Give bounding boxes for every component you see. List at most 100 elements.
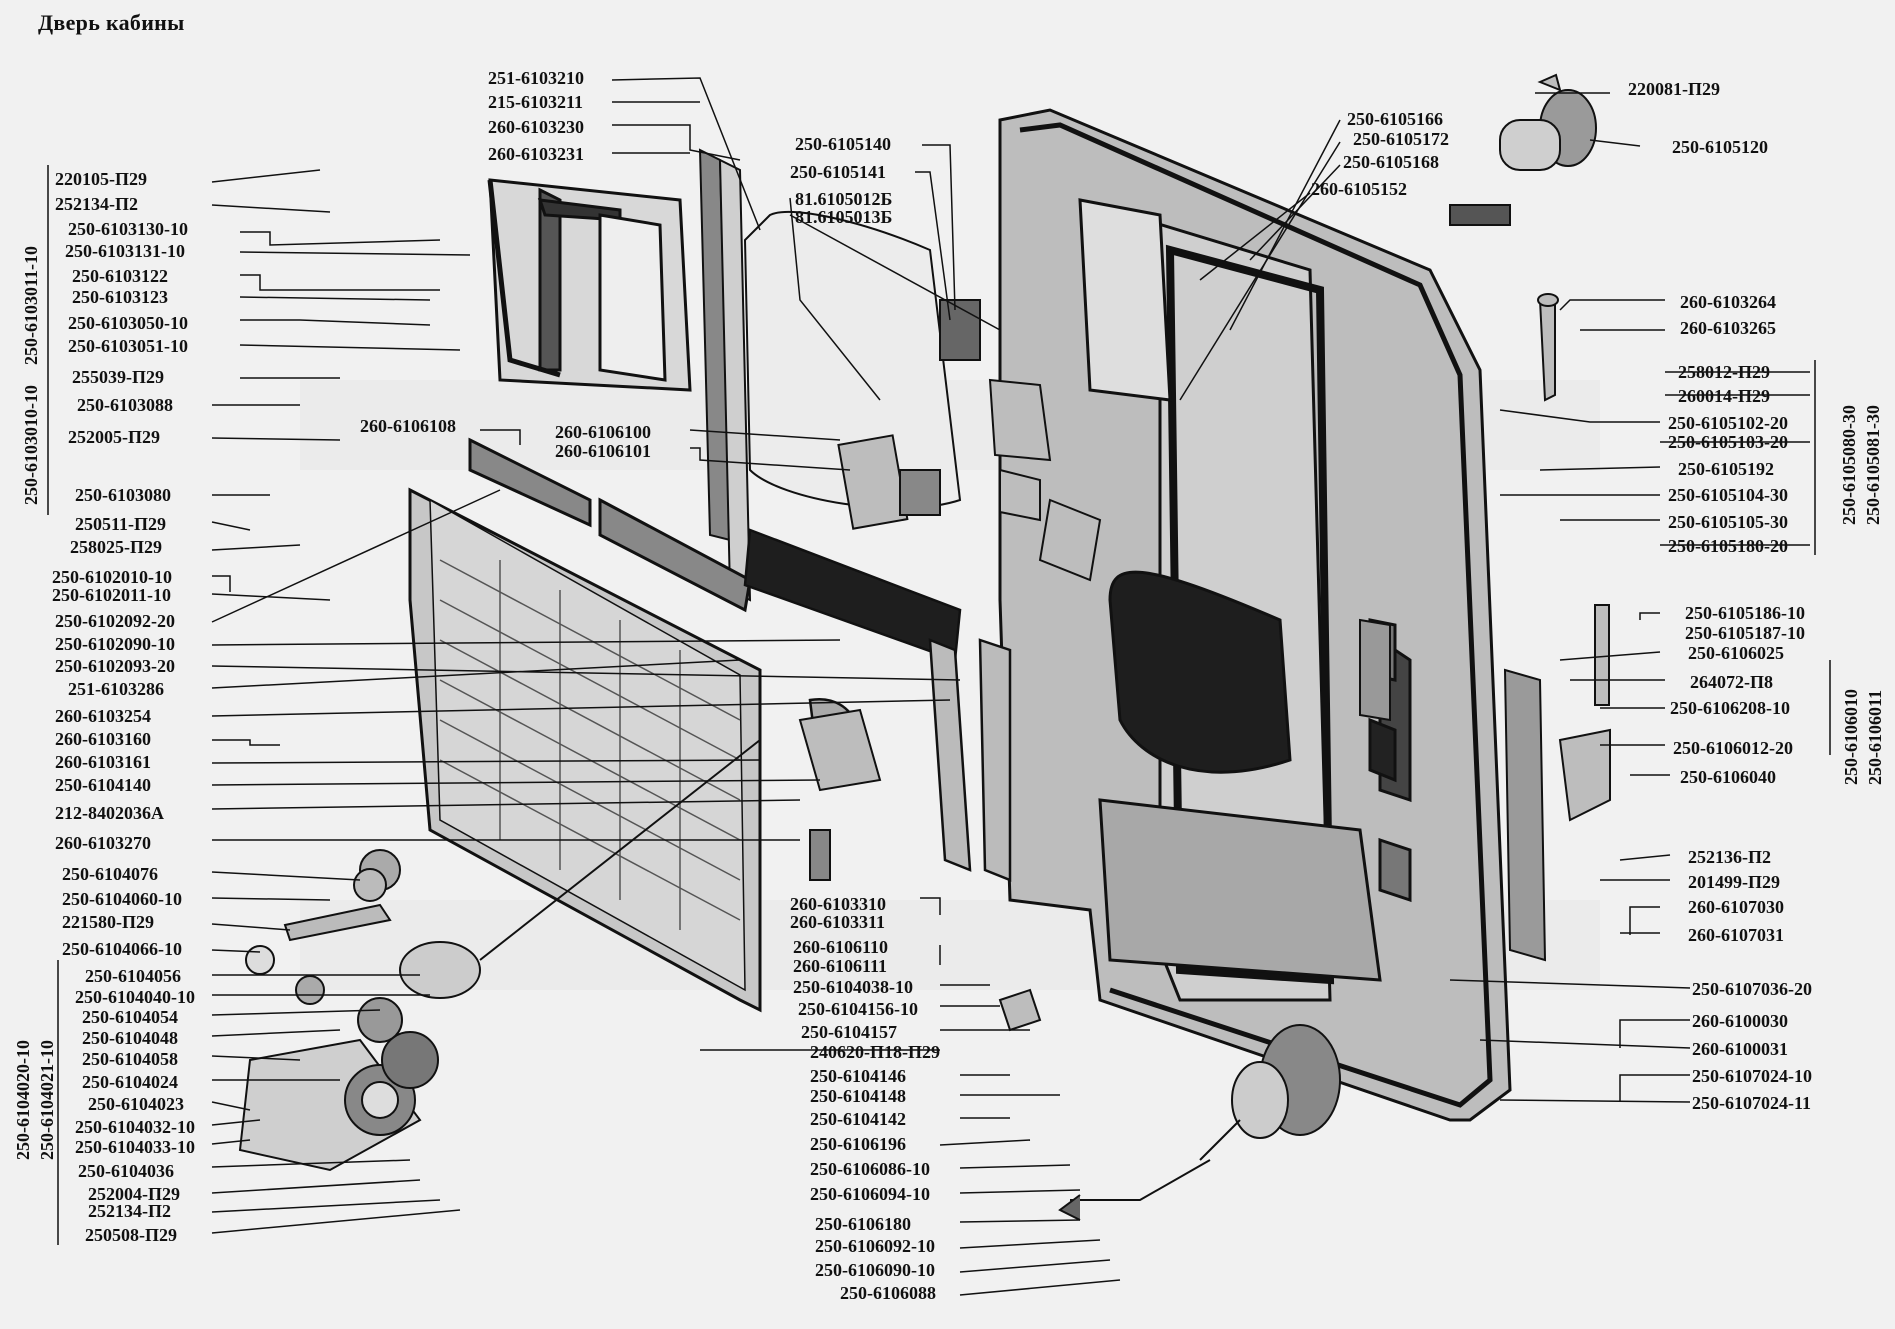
vent-window-frame [487,178,692,392]
label-250-6107024-10: 250-6107024-10 [1692,1066,1812,1086]
label-252004-p29: 252004-П29 [88,1184,180,1204]
label-240620-p18-p29: 240620-П18-П29 [810,1042,940,1062]
window-regulator [743,528,1012,882]
label-250-6106092-10: 250-6106092-10 [815,1236,935,1256]
label-250-6105104-30: 250-6105104-30 [1668,485,1788,505]
label-260-6106111: 260-6106111 [793,956,888,976]
label-250-6105140: 250-6105140 [795,134,891,154]
label-250-6105102-20: 250-6105102-20 [1668,413,1788,433]
label-215-6103211: 215-6103211 [488,92,584,112]
label-250-6102010-10: 250-6102010-10 [52,567,172,587]
label-250-6103131-10: 250-6103131-10 [65,241,185,261]
regulator-gears [238,739,761,1172]
lock-cylinder [1449,73,1597,226]
label-250-6105172: 250-6105172 [1353,129,1449,149]
label-250-6106012-20: 250-6106012-20 [1673,738,1793,758]
label-260-6103161: 260-6103161 [55,752,151,772]
label-81-6105012b: 81.6105012Б [795,189,893,209]
label-250-6104157: 250-6104157 [801,1022,897,1042]
label-250-6103122: 250-6103122 [72,266,168,286]
door-panel [998,108,1512,1122]
label-258025-p29: 258025-П29 [70,537,162,557]
label-260-6100031: 260-6100031 [1692,1039,1788,1059]
label-250-6106040: 250-6106040 [1680,767,1776,787]
label-252136-p2: 252136-П2 [1688,847,1771,867]
label-250-6102092-20: 250-6102092-20 [55,611,175,631]
label-260-6103270: 260-6103270 [55,833,151,853]
label-250-6104023: 250-6104023 [88,1094,184,1114]
label-250-6106088: 250-6106088 [840,1283,936,1303]
label-250-6103123: 250-6103123 [72,287,168,307]
vlabel-250-6106010: 250-6106010 [1841,689,1861,785]
label-81-6105013b: 81.6105013Б [795,207,893,227]
label-260-6107031: 260-6107031 [1688,925,1784,945]
label-250-6103130-10: 250-6103130-10 [68,219,188,239]
label-201499-p29: 201499-П29 [1688,872,1780,892]
diagram-title: Дверь кабины [38,10,185,35]
label-260-6103265: 260-6103265 [1680,318,1776,338]
vlabel-250-6103010-10: 250-6103010-10 [21,385,41,505]
inner-trim-panel [408,437,762,1013]
vlabel-250-6105080-30: 250-6105080-30 [1839,405,1859,525]
label-260-6103310: 260-6103310 [790,894,886,914]
label-260014-p29: 260014-П29 [1678,386,1770,406]
vlabel-250-6104021-10: 250-6104021-10 [37,1040,57,1160]
label-250508-p29: 250508-П29 [85,1225,177,1245]
label-250-6104024: 250-6104024 [82,1072,178,1092]
label-220105-p29: 220105-П29 [55,169,147,189]
label-260-6106110: 260-6106110 [793,937,889,957]
label-250-6104048: 250-6104048 [82,1028,178,1048]
label-250-6104060-10: 250-6104060-10 [62,889,182,909]
label-258012-p29: 258012-П29 [1678,362,1770,382]
vlabel-250-6106011: 250-6106011 [1865,689,1885,785]
label-250-6104140: 250-6104140 [55,775,151,795]
label-260-6103160: 260-6103160 [55,729,151,749]
label-250511-p29: 250511-П29 [75,514,167,534]
label-250-6102093-20: 250-6102093-20 [55,656,175,676]
label-250-6105180-20: 250-6105180-20 [1668,536,1788,556]
label-250-6106086-10: 250-6106086-10 [810,1159,930,1179]
label-252134-p2-top: 252134-П2 [55,194,138,214]
label-250-6104036: 250-6104036 [78,1161,174,1181]
label-250-6104076: 250-6104076 [62,864,158,884]
label-250-6104033-10: 250-6104033-10 [75,1137,195,1157]
label-252005-p29: 252005-П29 [68,427,160,447]
label-250-6106196: 250-6106196 [810,1134,906,1154]
label-250-6102090-10: 250-6102090-10 [55,634,175,654]
label-250-6106094-10: 250-6106094-10 [810,1184,930,1204]
label-260-6103254: 260-6103254 [55,706,151,726]
label-250-6104054: 250-6104054 [82,1007,178,1027]
label-250-6104148: 250-6104148 [810,1086,906,1106]
mechanism-lower [798,708,1341,1221]
label-260-6106108: 260-6106108 [360,416,456,436]
label-250-6105168: 250-6105168 [1343,152,1439,172]
label-250-6106090-10: 250-6106090-10 [815,1260,935,1280]
label-250-6105187-10: 250-6105187-10 [1685,623,1805,643]
label-220081-p29: 220081-П29 [1628,79,1720,99]
latch-parts [837,299,1391,722]
vlabel-250-6104020-10: 250-6104020-10 [13,1040,33,1160]
label-250-6104066-10: 250-6104066-10 [62,939,182,959]
label-250-6104142: 250-6104142 [810,1109,906,1129]
label-260-6106101: 260-6106101 [555,441,651,461]
vlabel-250-6105081-30: 250-6105081-30 [1863,405,1883,525]
label-255039-p29: 255039-П29 [72,367,164,387]
label-250-6104032-10: 250-6104032-10 [75,1117,195,1137]
label-264072-p8: 264072-П8 [1690,672,1773,692]
label-250-6103050-10: 250-6103050-10 [68,313,188,333]
label-250-6104056: 250-6104056 [85,966,181,986]
label-260-6105152: 260-6105152 [1311,179,1407,199]
label-251-6103210: 251-6103210 [488,68,584,88]
label-260-6103264: 260-6103264 [1680,292,1776,312]
leader-lines [211,77,1810,1296]
label-260-6106100: 260-6106100 [555,422,651,442]
label-250-6105186-10: 250-6105186-10 [1685,603,1805,623]
label-250-6103088: 250-6103088 [77,395,173,415]
label-250-6107024-11: 250-6107024-11 [1692,1093,1811,1113]
label-250-6103051-10: 250-6103051-10 [68,336,188,356]
vlabel-250-6103011-10: 250-6103011-10 [21,246,41,365]
label-250-6103080: 250-6103080 [75,485,171,505]
label-250-6105192: 250-6105192 [1678,459,1774,479]
label-250-6104058: 250-6104058 [82,1049,178,1069]
